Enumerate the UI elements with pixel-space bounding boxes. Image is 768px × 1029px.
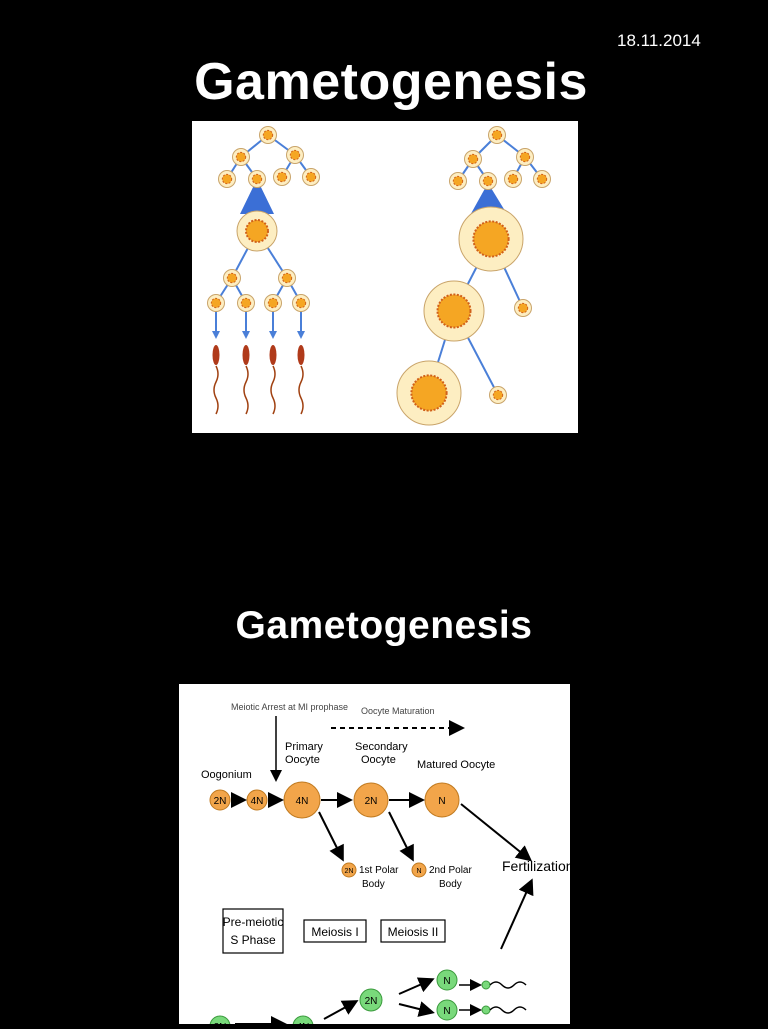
small-cell <box>218 170 236 188</box>
secondary-oocyte <box>423 280 485 342</box>
small-cell <box>232 148 250 166</box>
label-premeiotic-2: S Phase <box>230 933 276 947</box>
ploidy-sperm-b: N <box>443 1006 450 1017</box>
label-fertilization: Fertilization <box>502 858 570 874</box>
label-premeiotic-1: Pre-meiotic <box>223 915 284 929</box>
slide-title-1: Gametogenesis <box>194 53 588 111</box>
oogenesis-flow-diagram: Meiotic Arrest at MI prophase Oocyte Mat… <box>179 684 574 1029</box>
label-oocyte-maturation: Oocyte Maturation <box>361 706 435 716</box>
label-oogonium: Oogonium <box>201 769 252 781</box>
small-cell <box>248 170 266 188</box>
small-cell <box>264 294 282 312</box>
label-matured-oocyte: Matured Oocyte <box>417 759 495 771</box>
small-cell <box>259 126 277 144</box>
ploidy-polar2: N <box>416 868 421 875</box>
label-secondary-2: Oocyte <box>361 754 396 766</box>
ovum <box>396 360 462 426</box>
small-cell <box>302 168 320 186</box>
small-cell <box>292 294 310 312</box>
small-cell <box>449 172 467 190</box>
ploidy-primary: 4N <box>296 796 309 807</box>
small-cell <box>489 386 507 404</box>
label-meiotic-arrest: Meiotic Arrest at MI prophase <box>231 702 348 712</box>
ploidy-polar1: 2N <box>345 868 354 875</box>
gametogenesis-diagram <box>192 121 578 433</box>
small-cell <box>533 170 551 188</box>
small-cell <box>286 146 304 164</box>
ploidy-oogonium: 2N <box>214 796 227 807</box>
slide-date: 18.11.2014 <box>617 31 701 50</box>
small-cell <box>516 148 534 166</box>
slide-title-2: Gametogenesis <box>235 604 533 647</box>
small-cell <box>273 168 291 186</box>
small-cell <box>278 269 296 287</box>
small-cell <box>464 150 482 168</box>
small-cell <box>514 299 532 317</box>
label-secondary-1: Secondary <box>355 741 408 753</box>
label-meiosis-1: Meiosis I <box>311 925 358 939</box>
label-primary-1: Primary <box>285 741 323 753</box>
small-cell <box>504 170 522 188</box>
label-second-polar-2: Body <box>439 879 462 890</box>
ploidy-secondary: 2N <box>365 796 378 807</box>
small-cell <box>488 126 506 144</box>
small-cell <box>207 294 225 312</box>
small-cell <box>479 172 497 190</box>
primary-oocyte <box>458 206 524 272</box>
ploidy-sperm-secondary: 2N <box>365 996 378 1007</box>
label-first-polar-2: Body <box>362 879 385 890</box>
ploidy-oogonium-rep: 4N <box>251 796 264 807</box>
label-meiosis-2: Meiosis II <box>388 925 439 939</box>
small-cell <box>223 269 241 287</box>
ploidy-matured: N <box>438 796 445 807</box>
label-primary-2: Oocyte <box>285 754 320 766</box>
ploidy-sperm-a: N <box>443 976 450 987</box>
primary-spermatocyte <box>236 210 278 252</box>
label-first-polar-1: 1st Polar <box>359 865 399 876</box>
label-second-polar-1: 2nd Polar <box>429 865 472 876</box>
small-cell <box>237 294 255 312</box>
